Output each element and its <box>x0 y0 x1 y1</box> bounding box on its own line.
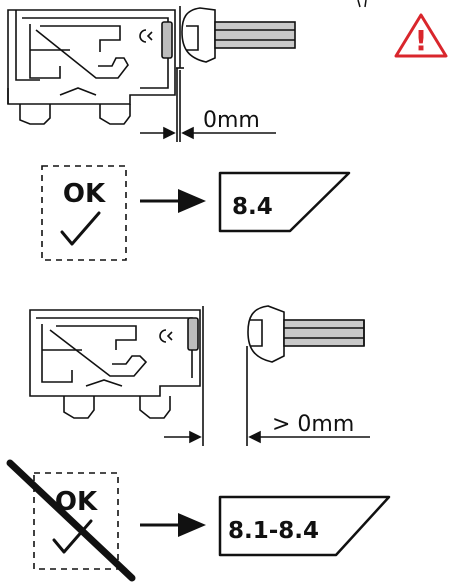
reference-box: 8.4 <box>218 171 351 233</box>
reference-label: 8.1-8.4 <box>228 518 319 544</box>
profile-drawing-gap <box>29 306 204 419</box>
ok-check-box: OK <box>41 165 127 261</box>
top-edge-marks <box>357 0 367 8</box>
reference-label: 8.4 <box>232 194 273 220</box>
svg-text:!: ! <box>415 24 428 57</box>
warning-triangle-icon: ! <box>394 13 448 58</box>
gap-dimension-0mm <box>140 68 276 142</box>
arrow-icon <box>140 189 206 213</box>
arrow-icon <box>140 513 206 537</box>
gap-label-0mm: 0mm <box>203 108 260 133</box>
profile-drawing-flush <box>7 6 184 125</box>
cross-out-line <box>6 459 136 582</box>
gap-label-greater-than-0mm: > 0mm <box>272 412 354 437</box>
check-mark-icon <box>60 211 101 246</box>
ok-label: OK <box>63 179 106 209</box>
ok-check-box-crossed-out: OK <box>6 459 136 582</box>
glass-panel-with-seal-separated <box>247 305 365 363</box>
reference-box: 8.1-8.4 <box>218 495 391 557</box>
glass-panel-with-seal-flush <box>181 7 296 63</box>
gap-dimension-greater-than-0mm <box>164 346 370 446</box>
